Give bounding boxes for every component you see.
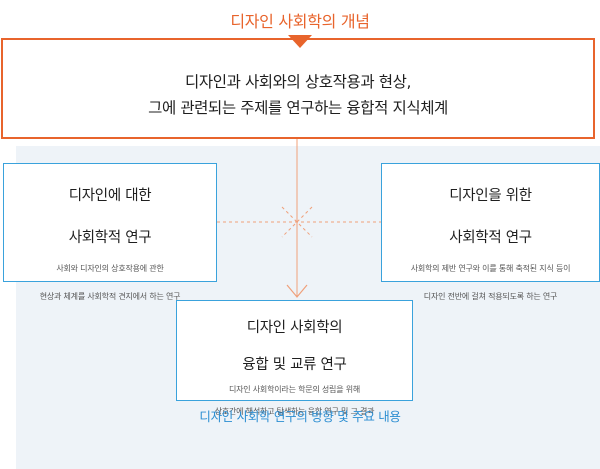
sociology-of-design-box: 디자인에 대한 사회학적 연구 사회와 디자인의 상호작용에 관한 현상과 체계… (3, 163, 217, 301)
down-arrow-icon (288, 35, 312, 48)
research-direction-caption: 디자인 사회학 연구의 방향 및 주요 내용 (199, 409, 401, 424)
left-box-title-1: 디자인에 대한 (68, 188, 152, 204)
definition-box: 디자인과 사회와의 상호작용과 현상, 그에 관련되는 주제를 연구하는 융합적… (1, 38, 595, 139)
bottom-box-title-2: 융합 및 교류 연구 (242, 357, 347, 373)
definition-line-1: 디자인과 사회와의 상호작용과 현상, (184, 73, 411, 91)
left-box-title-2: 사회학적 연구 (68, 230, 152, 246)
bottom-box-desc-2: 상호간에 해석하고 탐색하는 융합 연구 및 그 결과 (214, 407, 375, 416)
bottom-box-desc-1: 디자인 사회학이라는 학문의 성립을 위해 (228, 385, 361, 394)
convergence-research-box: 디자인 사회학의 융합 및 교류 연구 디자인 사회학이라는 학문의 성립을 위… (176, 300, 413, 416)
concept-title: 디자인 사회학의 개념 (230, 12, 370, 31)
left-box-desc-2: 현상과 체계를 사회학적 견지에서 하는 연구 (39, 292, 181, 301)
definition-line-2: 그에 관련되는 주제를 연구하는 융합적 지식체계 (148, 99, 448, 117)
left-box-desc-1: 사회와 디자인의 상호작용에 관한 (56, 264, 164, 273)
right-box-title-2: 사회학적 연구 (449, 230, 532, 246)
right-box-title-1: 디자인을 위한 (449, 188, 532, 204)
connector-arrowhead (286, 284, 308, 298)
sociology-for-design-box: 디자인을 위한 사회학적 연구 사회학의 제반 연구와 이를 통해 축적된 지식… (381, 163, 600, 301)
cross-mark-a (281, 206, 313, 238)
right-box-desc-2: 디자인 전반에 걸쳐 적용되도록 하는 연구 (423, 292, 558, 301)
cross-mark-b (281, 206, 313, 238)
right-box-desc-1: 사회학의 제반 연구와 이를 통해 축적된 지식 등이 (410, 264, 571, 273)
bottom-box-title-1: 디자인 사회학의 (246, 320, 343, 336)
